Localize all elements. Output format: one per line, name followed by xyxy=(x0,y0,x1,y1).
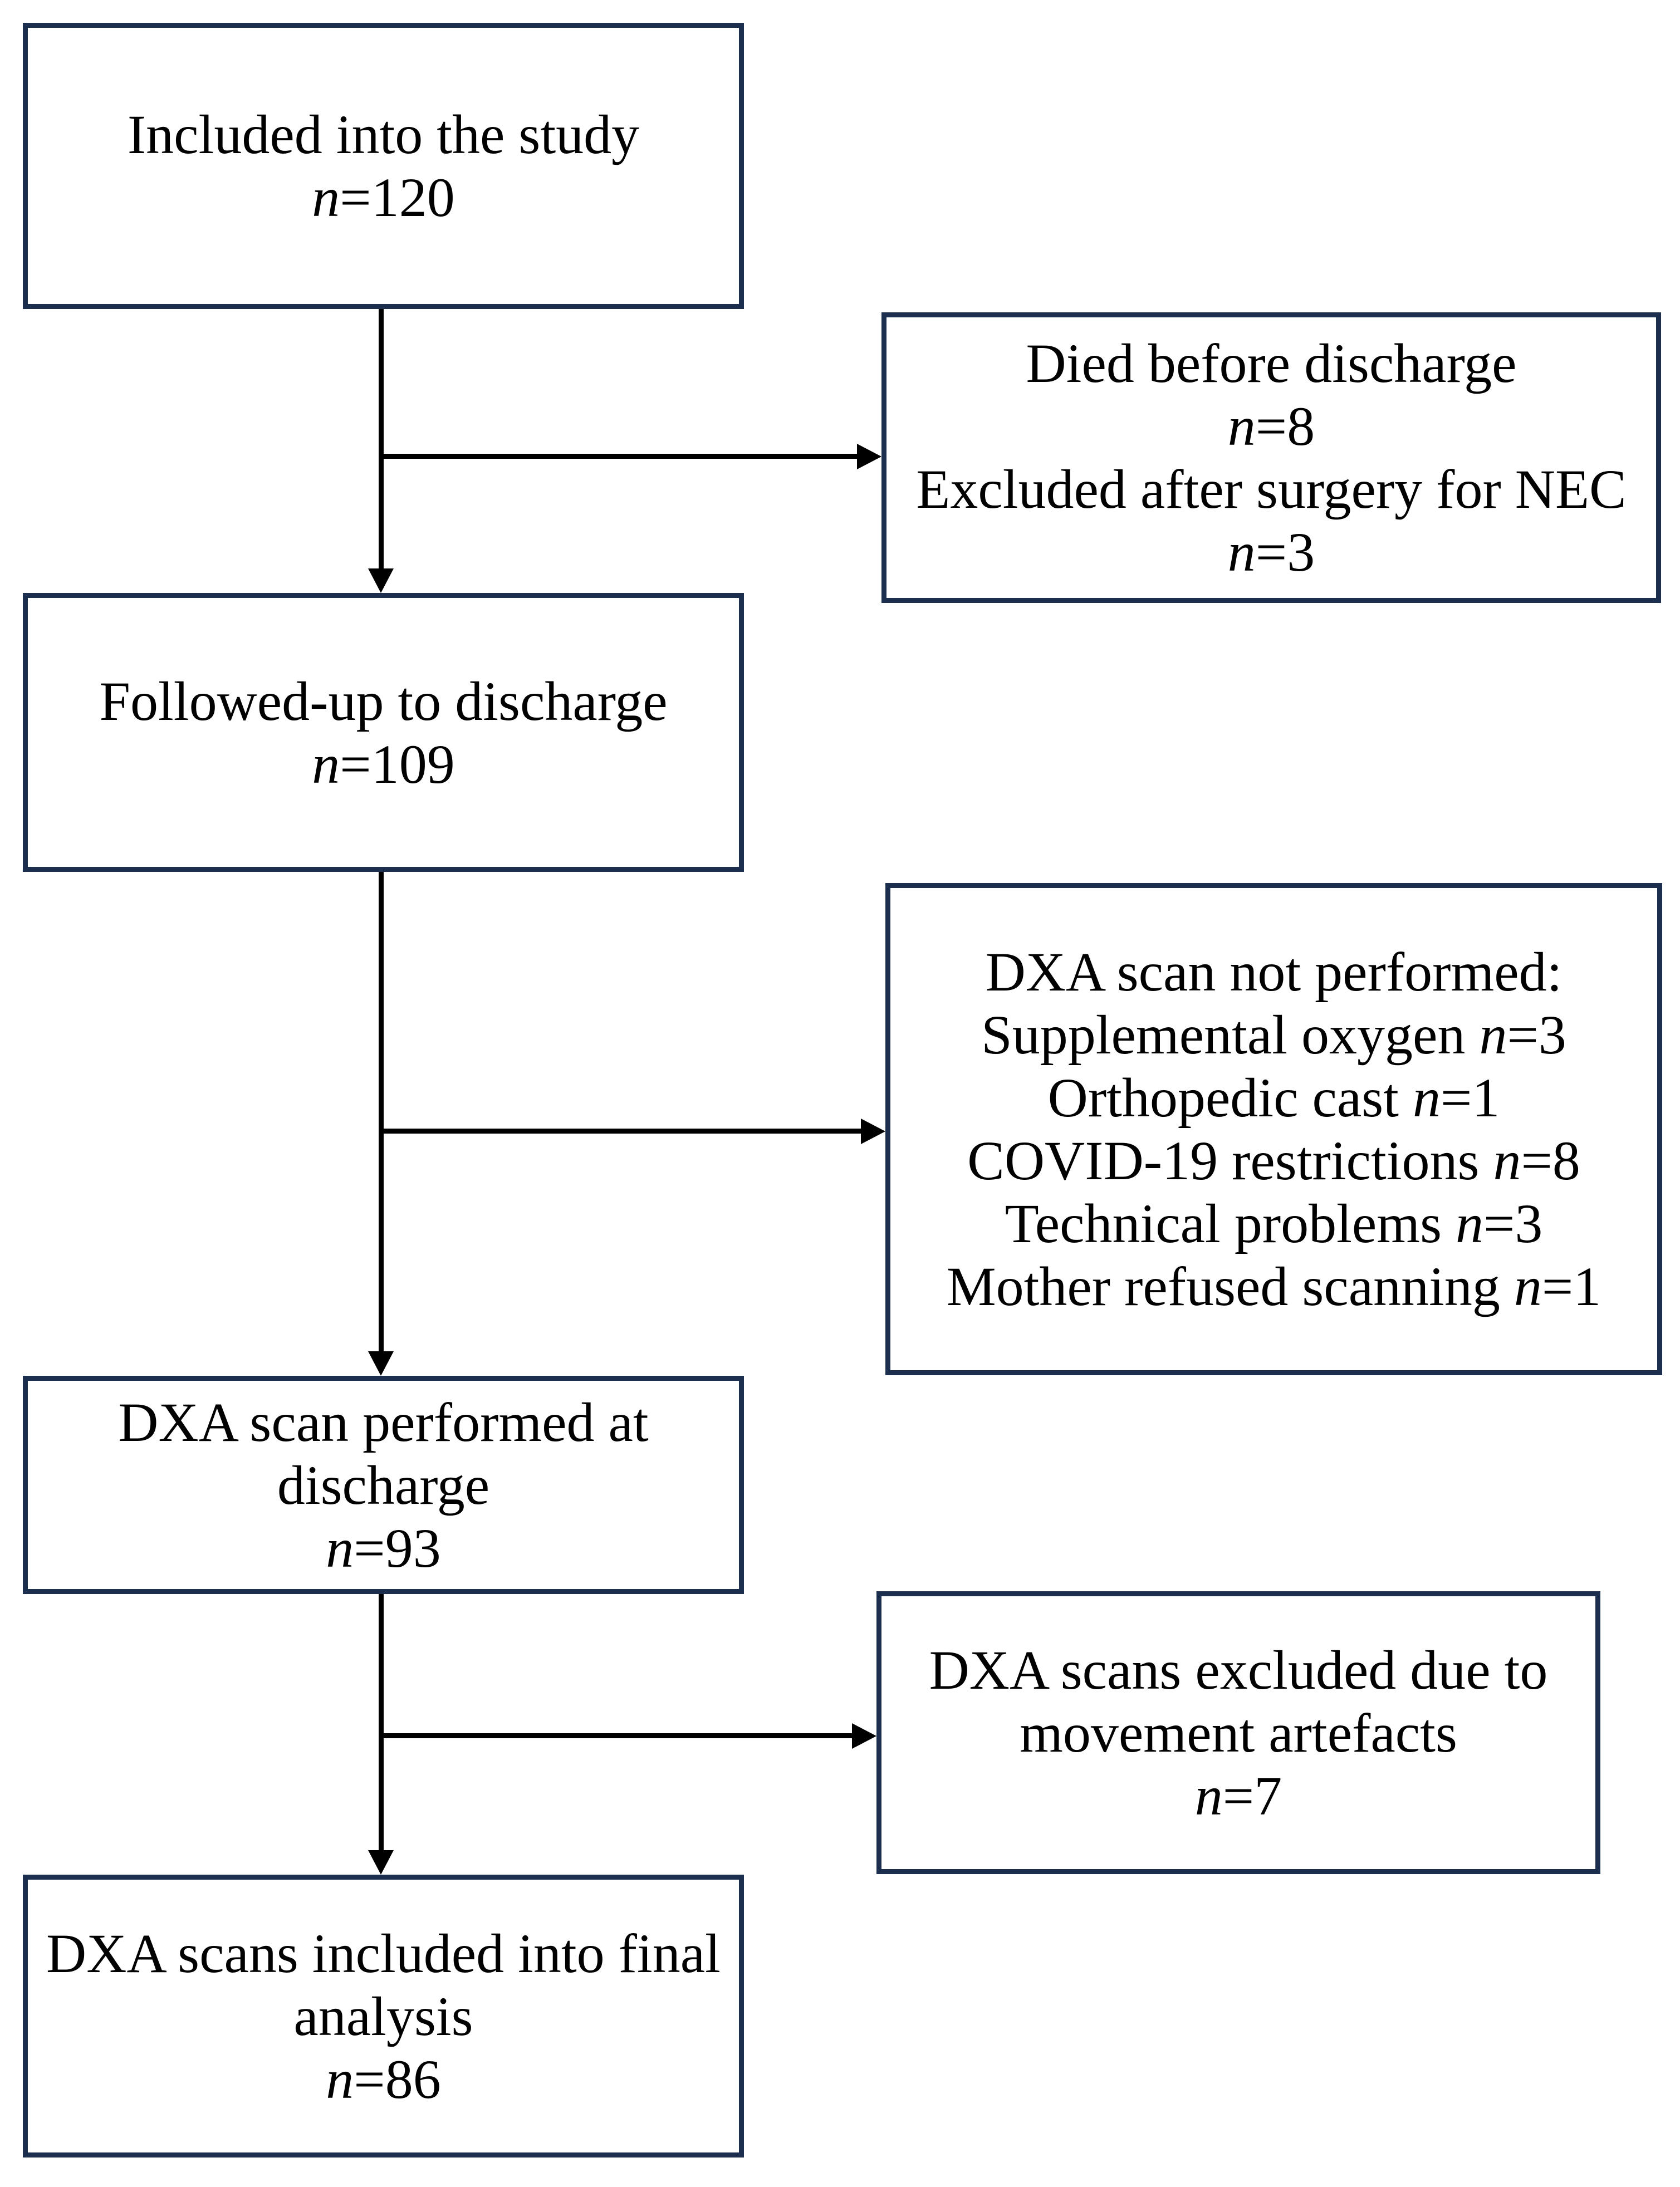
box-line: n=120 xyxy=(312,166,455,228)
arrowhead-down-icon xyxy=(368,1351,394,1376)
box-line: DXA scan performed at xyxy=(118,1391,649,1453)
box-dxa-scan-not-performed: DXA scan not performed: Supplemental oxy… xyxy=(885,883,1662,1375)
box-line: DXA scan not performed: xyxy=(985,941,1563,1003)
arrowhead-right-icon xyxy=(852,1723,876,1749)
box-line: discharge xyxy=(277,1454,490,1516)
box-line: n=7 xyxy=(1194,1764,1282,1827)
box-line: movement artefacts xyxy=(1020,1701,1457,1764)
box-line: Included into the study xyxy=(127,104,640,165)
arrow-line-to-not-performed-box xyxy=(381,1129,861,1134)
box-line: n=93 xyxy=(326,1517,441,1579)
arrowhead-right-icon xyxy=(861,1119,885,1144)
box-included-into-study: Included into the study n=120 xyxy=(23,23,744,309)
arrow-line-to-died-box xyxy=(381,454,857,459)
box-dxa-scan-performed-at-discharge: DXA scan performed at discharge n=93 xyxy=(23,1376,744,1594)
box-line: Followed-up to discharge xyxy=(99,670,668,732)
box-line: Mother refused scanning n=1 xyxy=(946,1256,1601,1317)
box-line: Died before discharge xyxy=(1026,332,1517,394)
arrow-line-to-excluded-box xyxy=(381,1733,852,1738)
arrowhead-right-icon xyxy=(857,444,881,469)
box-line: n=3 xyxy=(1227,521,1315,583)
box-line: n=86 xyxy=(326,2048,441,2110)
arrowhead-down-icon xyxy=(368,568,394,593)
box-line: n=8 xyxy=(1227,395,1315,457)
box-line: Orthopedic cast n=1 xyxy=(1047,1067,1500,1129)
arrowhead-down-icon xyxy=(368,1850,394,1875)
box-dxa-scans-final-analysis: DXA scans included into final analysis n… xyxy=(23,1875,744,2157)
box-dxa-scans-excluded: DXA scans excluded due to movement artef… xyxy=(876,1591,1600,1874)
box-line: DXA scans excluded due to xyxy=(929,1639,1548,1701)
box-line: n=109 xyxy=(312,733,455,795)
box-line: COVID-19 restrictions n=8 xyxy=(967,1130,1580,1191)
box-died-or-excluded: Died before discharge n=8 Excluded after… xyxy=(881,312,1661,603)
box-line: Technical problems n=3 xyxy=(1005,1193,1543,1254)
arrow-line-included-to-followed xyxy=(379,309,384,568)
box-followed-up-to-discharge: Followed-up to discharge n=109 xyxy=(23,593,744,872)
box-line: analysis xyxy=(293,1985,473,2047)
box-line: DXA scans included into final xyxy=(46,1922,721,1984)
arrow-line-followed-to-dxa-performed xyxy=(379,872,384,1351)
arrow-line-performed-to-final xyxy=(379,1594,384,1850)
box-line: Supplemental oxygen n=3 xyxy=(981,1004,1566,1066)
box-line: Excluded after surgery for NEC xyxy=(916,458,1627,520)
